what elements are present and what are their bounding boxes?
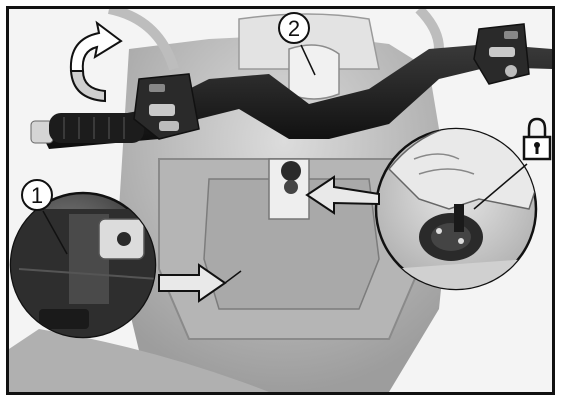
left-inset-detail [9,191,157,339]
mirror-stems [107,9,444,71]
callout-2-label: 2 [288,16,300,41]
hollow-pointer-arrow-icon [158,263,242,303]
padlock-keyhole-icon [522,117,552,161]
hollow-pointer-arrow-icon [305,175,380,215]
callout-2: 2 [278,12,316,76]
curved-rotate-arrow-icon [69,20,123,103]
padlock-leader-line [473,163,528,210]
left-switch-block [133,73,200,140]
right-inset-detail [374,127,538,291]
callout-1-label: 1 [31,183,43,208]
callout-1: 1 [21,179,68,255]
scooter-illustration: 2 1 [9,9,552,392]
illustration-frame: 2 1 [6,6,555,395]
right-switch-block [473,23,530,85]
